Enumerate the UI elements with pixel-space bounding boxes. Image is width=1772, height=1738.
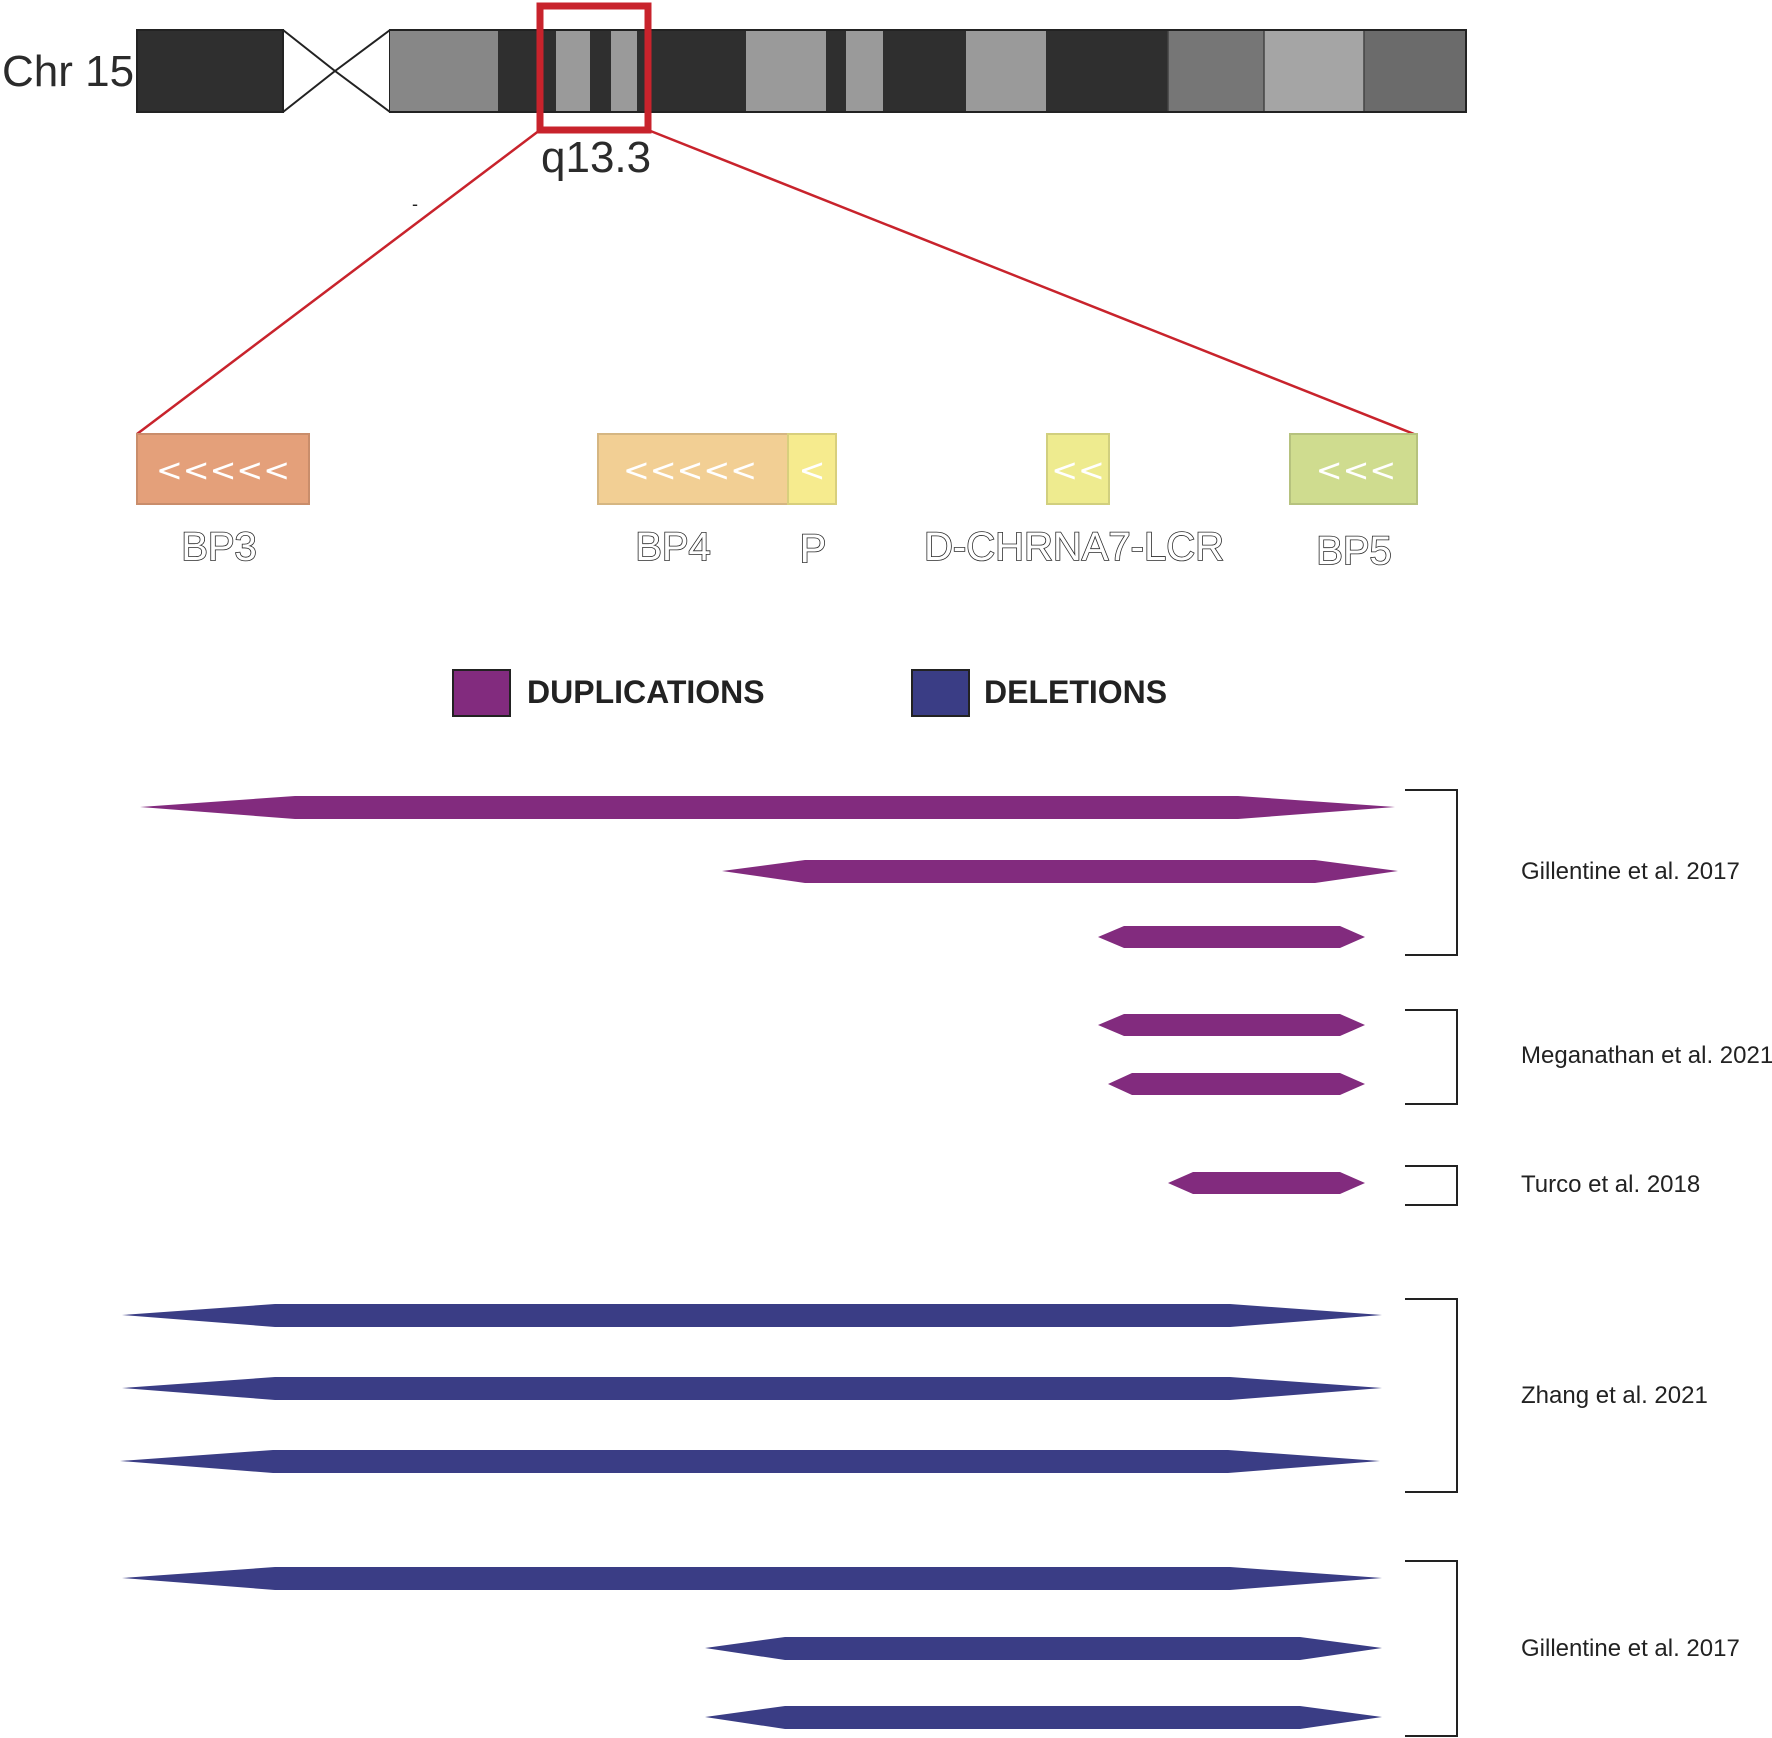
chromosome-label: Chr 15 xyxy=(2,47,134,96)
centromere xyxy=(282,29,391,113)
zoom-line-right xyxy=(647,128,1415,436)
d-chrna7-lcr-label: D-CHRNA7-LCR xyxy=(924,525,1224,569)
p-arm xyxy=(136,29,284,113)
study-bracket xyxy=(1405,1165,1458,1206)
band xyxy=(556,31,590,111)
bp3-block xyxy=(136,433,310,505)
d-chrna7-lcr-chevrons: << xyxy=(1051,451,1105,489)
study-bracket xyxy=(1405,1560,1458,1737)
study-bracket xyxy=(1405,1009,1458,1105)
d-chrna7-lcr-block xyxy=(1046,433,1110,505)
q13-3-highlight xyxy=(536,2,652,134)
duplication-bar xyxy=(140,796,1395,819)
duplication-bars xyxy=(140,796,1398,1194)
duplications-legend-label: DUPLICATIONS xyxy=(527,674,765,710)
deletion-bar xyxy=(122,1304,1382,1327)
deletion-bar xyxy=(122,1377,1382,1400)
study-bracket xyxy=(1405,789,1458,956)
duplication-bar xyxy=(722,860,1398,883)
study-label: Gillentine et al. 2017 xyxy=(1521,858,1740,885)
bp5-block xyxy=(1289,433,1418,505)
band xyxy=(846,31,883,111)
band xyxy=(746,31,826,111)
band xyxy=(1168,31,1264,111)
zoom-line-left xyxy=(136,129,541,435)
legend: DUPLICATIONS DELETIONS xyxy=(452,669,1167,717)
deletion-bar xyxy=(705,1706,1382,1729)
deletion-bar xyxy=(122,1567,1382,1590)
deletion-bar xyxy=(120,1450,1380,1473)
study-label: Zhang et al. 2021 xyxy=(1521,1382,1708,1409)
study-bracket xyxy=(1405,1298,1458,1493)
study-label: Gillentine et al. 2017 xyxy=(1521,1635,1740,1662)
duplication-bar xyxy=(1098,926,1365,948)
p-block xyxy=(787,433,837,505)
bp3-label: BP3 xyxy=(181,525,257,569)
bp5-label: BP5 xyxy=(1316,529,1392,573)
zoom-lines xyxy=(136,128,1415,436)
study-brackets: Gillentine et al. 2017 Meganathan et al.… xyxy=(1405,789,1772,1737)
band-label: q13.3 xyxy=(541,133,651,182)
bp3-chevrons: <<<<< xyxy=(156,451,290,489)
deletions-swatch xyxy=(911,669,970,717)
band xyxy=(611,31,637,111)
study-label: Turco et al. 2018 xyxy=(1521,1171,1700,1198)
band xyxy=(1364,31,1465,111)
study-label: Meganathan et al. 2021 xyxy=(1521,1042,1772,1069)
band xyxy=(390,31,498,111)
p-chevrons: < xyxy=(799,451,826,489)
deletion-bars xyxy=(120,1304,1382,1729)
bp4-label: BP4 xyxy=(635,525,711,569)
band xyxy=(1264,31,1364,111)
duplication-bar xyxy=(1168,1172,1365,1194)
duplications-swatch xyxy=(452,669,511,717)
p-label: P xyxy=(800,527,827,571)
deletions-legend-label: DELETIONS xyxy=(984,674,1167,710)
chromosome-ideogram: Chr 15 q13.3 - xyxy=(2,2,1467,214)
bp4-chevrons: <<<<< xyxy=(623,451,757,489)
duplication-bar xyxy=(1108,1073,1365,1095)
duplication-bar xyxy=(1098,1014,1365,1036)
bp5-chevrons: <<< xyxy=(1316,451,1396,489)
breakpoint-row: <<<<< BP3 <<<<< BP4 < P << D-CHRNA7-LCR … xyxy=(136,433,1418,574)
deletion-bar xyxy=(705,1637,1382,1660)
band xyxy=(966,31,1046,111)
svg-text:-: - xyxy=(412,194,418,214)
